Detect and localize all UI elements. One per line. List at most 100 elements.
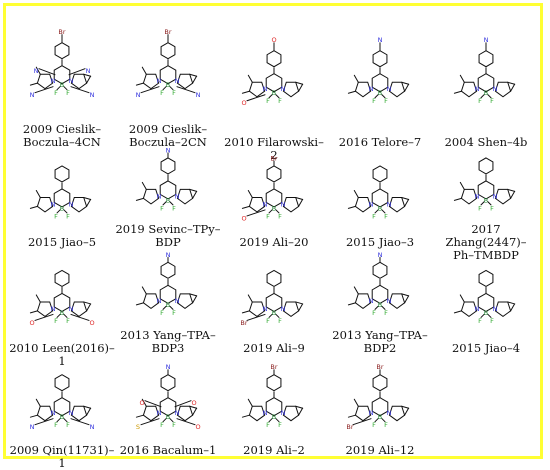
boron-atom: B (378, 301, 382, 309)
nitrogen-atom: N (175, 192, 180, 200)
oxygen-atom: O (271, 36, 276, 44)
bromine-atom: Br (376, 363, 383, 371)
nitrogen-atom: N (69, 77, 74, 85)
fluorine-atom: F (266, 421, 270, 429)
compound-label: 2015 Jiao–5 (9, 236, 115, 249)
nitrogen-atom: N (493, 192, 498, 200)
boron-atom: B (272, 204, 276, 212)
nitrogen-atom: N (34, 67, 39, 75)
nitrogen-atom: N (69, 409, 74, 417)
compound-label: 2016 Bacalum–1 (115, 444, 221, 457)
compound-label: 2004 Shen–4b (433, 136, 539, 149)
nitrogen-atom: N (387, 200, 392, 208)
nitrogen-atom: N (51, 409, 56, 417)
compound-label-line: 2010 Filarowski–2 (224, 135, 324, 162)
fluorine-atom: F (160, 204, 164, 212)
fluorine-atom: F (384, 421, 388, 429)
nitrogen-atom: N (175, 77, 180, 85)
nitrogen-atom: N (281, 409, 286, 417)
fluorine-atom: F (66, 89, 70, 97)
nitrogen-atom: N (69, 200, 74, 208)
nitrogen-atom: N (369, 85, 374, 93)
nitrogen-atom: N (369, 297, 374, 305)
oxygen-atom: O (139, 399, 144, 407)
compound-label: 2019 Ali–2 (221, 444, 327, 457)
nitrogen-atom: N (281, 85, 286, 93)
compound-label-line: Boczula–2CN (129, 135, 207, 149)
compound-label-line: 2009 Cieslik– (128, 122, 208, 136)
fluorine-atom: F (172, 421, 176, 429)
compound-label-line: 2004 Shen–4b (444, 135, 528, 149)
nitrogen-atom: N (263, 85, 268, 93)
nitrogen-atom: N (281, 305, 286, 313)
oxygen-atom: O (241, 214, 246, 222)
fluorine-atom: F (478, 317, 482, 325)
nitrogen-atom: N (484, 36, 489, 44)
boron-atom: B (484, 196, 488, 204)
fluorine-atom: F (172, 204, 176, 212)
nitrogen-atom: N (263, 305, 268, 313)
nitrogen-atom: N (157, 297, 162, 305)
fluorine-atom: F (54, 317, 58, 325)
compound-label-line: 2016 Bacalum–1 (119, 443, 217, 457)
compound-label: 2017 Zhang(2447)–Ph–TMBDP (433, 223, 539, 262)
fluorine-atom: F (490, 97, 494, 105)
oxygen-atom: O (191, 399, 196, 407)
boron-atom: B (166, 196, 170, 204)
fluorine-atom: F (160, 89, 164, 97)
nitrogen-atom: N (175, 297, 180, 305)
nitrogen-atom: N (378, 36, 383, 44)
nitrogen-atom: N (69, 305, 74, 313)
compound-label-line: 2015 Jiao–4 (451, 341, 521, 355)
boron-atom: B (166, 301, 170, 309)
fluorine-atom: F (278, 212, 282, 220)
fluorine-atom: F (172, 89, 176, 97)
boron-atom: B (272, 89, 276, 97)
nitrogen-atom: N (86, 67, 91, 75)
fluorine-atom: F (54, 421, 58, 429)
compound-label-line: 2019 Ali–2 (243, 443, 305, 457)
bromine-atom: Br (58, 28, 65, 36)
fluorine-atom: F (384, 97, 388, 105)
fluorine-atom: F (278, 97, 282, 105)
compound-label-line: 2013 Yang–TPA– (332, 328, 428, 342)
nitrogen-atom: N (157, 192, 162, 200)
oxygen-atom: O (195, 423, 200, 431)
compound-label: 2016 Telore–7 (327, 136, 433, 149)
nitrogen-atom: N (196, 91, 201, 99)
fluorine-atom: F (54, 212, 58, 220)
boron-atom: B (272, 413, 276, 421)
compound-label: 2009 Qin(11731)–1 (9, 444, 115, 470)
boron-atom: B (60, 309, 64, 317)
compound-label: 2019 Ali–9 (221, 342, 327, 355)
nitrogen-atom: N (387, 85, 392, 93)
fluorine-atom: F (372, 421, 376, 429)
compound-label-line: 2015 Jiao–5 (27, 235, 97, 249)
fluorine-atom: F (372, 212, 376, 220)
